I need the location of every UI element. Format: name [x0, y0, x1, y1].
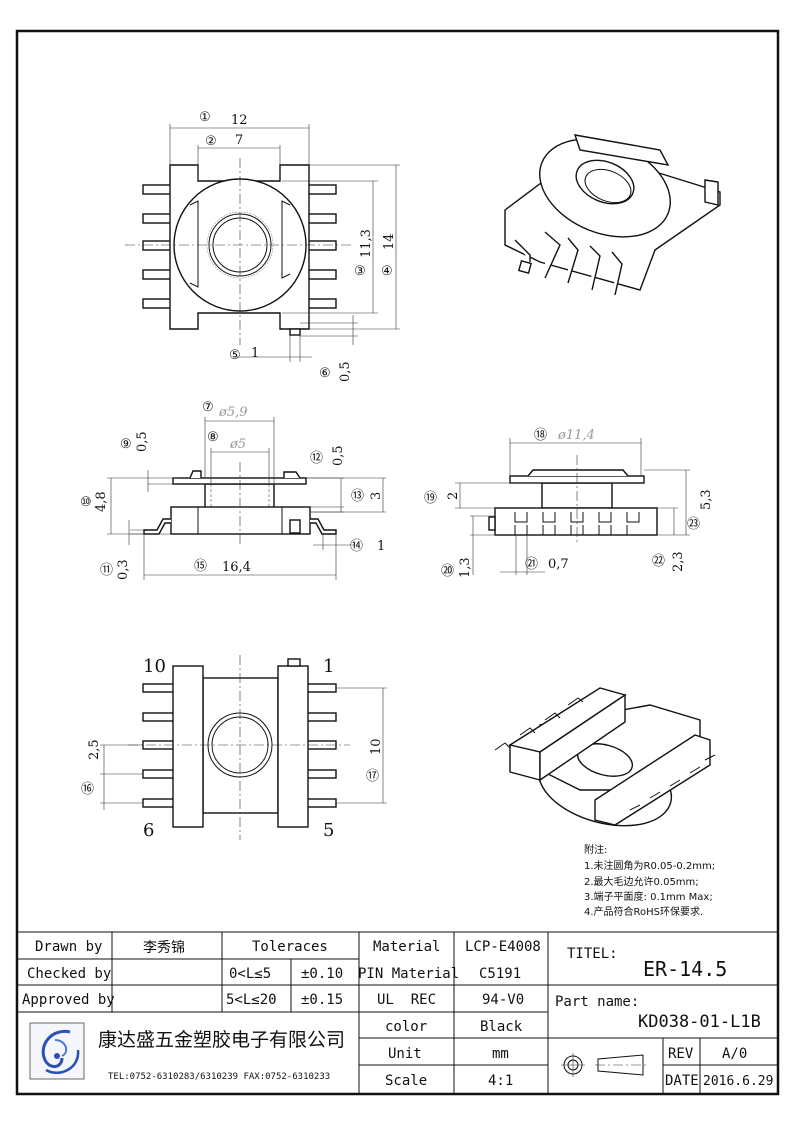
- dim-value: 2: [446, 492, 461, 500]
- rev-label: REV: [668, 1046, 694, 1062]
- notes-title: 附注:: [584, 843, 607, 856]
- checked-by-label: Checked by: [27, 966, 111, 982]
- tolerance-range: 0<L≤5: [229, 966, 271, 982]
- dim-callout-1: ①: [199, 110, 211, 125]
- dim-callout-18: ⑱: [534, 428, 547, 443]
- dim-value: 0,7: [548, 557, 569, 572]
- title-block: Drawn by 李秀锦 Toleraces Checked by Approv…: [17, 931, 778, 1094]
- dim-value: 16,4: [222, 560, 251, 575]
- dim-value: 0,5: [331, 445, 346, 466]
- dim-value: 12: [231, 113, 248, 128]
- pin-label-5: 5: [323, 820, 334, 841]
- dim-callout-20: ⑳: [441, 564, 454, 579]
- dim-value: 11,3: [359, 229, 374, 258]
- projection-symbol-icon: [561, 1053, 646, 1077]
- spec-label-ul: UL REC: [377, 992, 436, 1008]
- spec-value-ul: 94-V0: [482, 992, 524, 1008]
- dim-value: 3: [369, 492, 384, 500]
- dim-value: 1,3: [458, 557, 473, 578]
- isometric-view-top: [504, 134, 721, 296]
- spec-label-material: Material: [373, 939, 440, 955]
- side-view: ⑱ ø11,4 ⑲ 2 ⑳ 1,3 ㉑ 0,7 ㉒ 2,3 ㉓ 5,3: [424, 428, 714, 579]
- dim-value: 0,5: [135, 431, 150, 452]
- dim-callout-17: ⑰: [366, 769, 379, 784]
- dim-value: ø5: [229, 437, 246, 452]
- dim-value: ø5,9: [218, 405, 248, 420]
- note-item: 3.端子平面度: 0.1mm Max;: [584, 890, 713, 903]
- spec-value-unit: mm: [492, 1046, 509, 1062]
- spec-label-color: color: [385, 1019, 427, 1035]
- dim-callout-22: ㉒: [652, 554, 665, 569]
- dim-value: 1: [251, 346, 259, 361]
- company-contact: TEL:0752-6310283/6310239 FAX:0752-631023…: [108, 1072, 330, 1082]
- bottom-view: 10 1 6 5 ⑯ 2,5 ⑰ 10: [81, 655, 387, 841]
- isometric-view-bottom: [494, 687, 716, 827]
- spec-label-unit: Unit: [388, 1046, 422, 1062]
- spec-value-material: LCP-E4008: [465, 939, 541, 955]
- dim-value: 4,8: [94, 491, 109, 512]
- dim-callout-15: ⑮: [194, 559, 207, 574]
- dim-value: 0,5: [338, 361, 353, 382]
- spec-label-scale: Scale: [385, 1073, 427, 1089]
- pin-label-1: 1: [323, 656, 334, 677]
- dim-callout-8: ⑧: [207, 430, 219, 445]
- company-name: 康达盛五金塑胶电子有限公司: [98, 1029, 345, 1051]
- dim-value: 2,3: [671, 551, 686, 572]
- dim-callout-5: ⑤: [229, 348, 241, 363]
- spec-value-pin-material: C5191: [479, 966, 521, 982]
- title-label: TITEL:: [567, 946, 618, 962]
- notes: 附注: 1.未注圆角为R0.05-0.2mm; 2.最大毛边允许0.05mm; …: [584, 843, 715, 918]
- spec-label-pin-material: PIN Material: [358, 966, 459, 982]
- dim-callout-4: ④: [381, 264, 393, 279]
- part-name: KD038-01-L1B: [638, 1012, 761, 1032]
- tolerances-label: Toleraces: [252, 939, 328, 955]
- dim-value: ø11,4: [557, 428, 595, 443]
- date-label: DATE: [665, 1073, 699, 1089]
- top-view-pins-right: [305, 184, 337, 309]
- spec-value-scale: 4:1: [488, 1073, 513, 1089]
- note-item: 4.产品符合RoHS环保要求.: [584, 905, 703, 918]
- dim-value: 2,5: [87, 739, 102, 760]
- dim-value: 5,3: [699, 489, 714, 510]
- dim-callout-3: ③: [354, 264, 366, 279]
- pin-label-10: 10: [143, 656, 166, 677]
- dim-value: 1: [377, 539, 385, 554]
- dim-value: 7: [235, 133, 243, 148]
- dim-callout-12: ⑫: [310, 451, 323, 466]
- dim-callout-7: ⑦: [202, 400, 214, 415]
- drawn-by-value: 李秀锦: [143, 939, 185, 956]
- top-view: ① 12 ② 7 ③ 11,3 ④ 14 ⑤ 1 ⑥ 0,5: [125, 110, 400, 382]
- top-view-pins-left: [142, 184, 174, 309]
- dim-callout-14: ⑭: [350, 539, 363, 554]
- dim-callout-16: ⑯: [81, 782, 94, 797]
- tolerance-value: ±0.15: [301, 992, 343, 1008]
- date-value: 2016.6.29: [703, 1074, 773, 1089]
- note-item: 1.未注圆角为R0.05-0.2mm;: [584, 859, 715, 872]
- rev-value: A/0: [722, 1046, 747, 1062]
- part-name-label: Part name:: [555, 994, 639, 1010]
- tolerance-value: ±0.10: [301, 966, 343, 982]
- spec-value-color: Black: [480, 1019, 523, 1035]
- approved-by-label: Approved by: [22, 992, 115, 1008]
- pin-label-6: 6: [143, 820, 154, 841]
- dim-value: 10: [369, 738, 384, 755]
- dim-callout-2: ②: [205, 134, 217, 149]
- dim-callout-13: ⑬: [351, 489, 364, 504]
- front-view: ⑦ ø5,9 ⑧ ø5 ⑨ 0,5 ⑩ 4,8 ⑪ 0,3 ⑫ 0,5 ⑬ 3 …: [80, 400, 386, 580]
- dim-callout-21: ㉑: [525, 557, 538, 572]
- dim-value: 14: [382, 233, 397, 250]
- dim-callout-23: ㉓: [687, 517, 700, 532]
- dim-callout-11: ⑪: [100, 563, 113, 578]
- dim-callout-9: ⑨: [120, 437, 132, 452]
- note-item: 2.最大毛边允许0.05mm;: [584, 875, 699, 888]
- company-logo: [29, 1022, 85, 1080]
- dim-callout-6: ⑥: [319, 366, 331, 381]
- tolerance-range: 5<L≤20: [226, 992, 277, 1008]
- dim-callout-10: ⑩: [80, 495, 92, 510]
- drawn-by-label: Drawn by: [35, 939, 102, 955]
- dim-value: 0,3: [116, 559, 131, 580]
- drawing-title: ER-14.5: [643, 957, 727, 981]
- sheet-border: [15, 29, 780, 1096]
- dim-callout-19: ⑲: [424, 491, 437, 506]
